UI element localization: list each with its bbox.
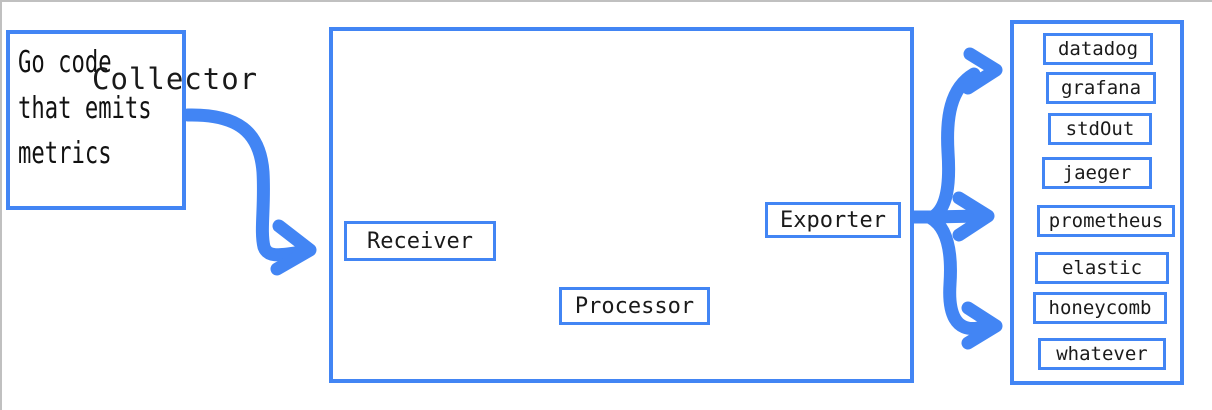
backend-item-grafana[interactable]: grafana <box>1046 72 1156 104</box>
go-code-source-box[interactable]: Go code that emits metrics <box>6 30 186 210</box>
go-code-source-line-2: that emits <box>18 90 152 126</box>
go-code-source-line-3: metrics <box>18 136 112 172</box>
backend-item-honeycomb[interactable]: honeycomb <box>1033 292 1167 324</box>
backend-item-datadog[interactable]: datadog <box>1043 33 1153 65</box>
backend-item-elastic[interactable]: elastic <box>1035 252 1169 284</box>
arrow-exporter-to-backends-middle <box>924 209 987 224</box>
arrow-exporter-to-backends-bottom <box>924 211 985 336</box>
backend-item-jaeger[interactable]: jaeger <box>1042 157 1152 189</box>
arrowhead-backends-top <box>961 47 1003 95</box>
backend-item-whatever[interactable]: whatever <box>1038 338 1166 370</box>
go-code-source-line-1: Go code <box>18 45 112 80</box>
arrowhead-backends-bottom <box>961 301 1003 350</box>
backend-item-stdout[interactable]: stdOut <box>1048 113 1152 145</box>
arrowhead-backends-middle <box>952 191 995 242</box>
arrow-source-to-receiver <box>181 108 309 262</box>
receiver-node[interactable]: Receiver <box>344 221 496 261</box>
go-code-source-text: Go code that emits metrics <box>18 40 152 177</box>
arrow-exporter-to-backends-top <box>924 67 981 225</box>
exporter-node[interactable]: Exporter <box>765 202 901 238</box>
arrowhead-source-to-receiver <box>270 219 317 276</box>
backend-item-prometheus[interactable]: prometheus <box>1037 205 1175 237</box>
processor-node[interactable]: Processor <box>559 287 710 325</box>
collector-title: Collector <box>92 62 259 96</box>
